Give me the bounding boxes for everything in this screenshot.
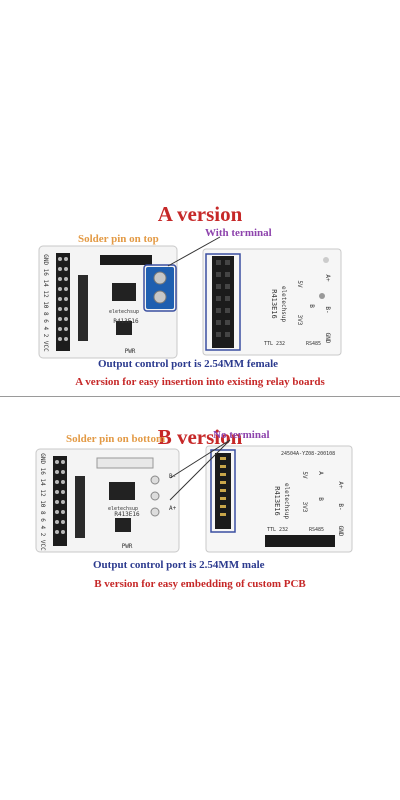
a-solder-pin-label: Solder pin on top (78, 233, 159, 245)
svg-text:PWR: PWR (125, 348, 136, 355)
a-terminal-label: With terminal (205, 227, 272, 239)
svg-text:eletechsup: eletechsup (108, 506, 138, 512)
svg-text:R413E16: R413E16 (113, 318, 139, 325)
a-board-bottom-image: R413E16 eletechsup 5V 3V3 B A+ B- GND TT… (202, 248, 342, 356)
a-board-top-image: GND 16 14 12 10 8 6 4 2 VCC R413E16 elet… (38, 245, 178, 359)
svg-text:RS485: RS485 (306, 341, 321, 347)
svg-text:GND 16 14 12 10 8 6 4 2 VCC: GND 16 14 12 10 8 6 4 2 VCC (42, 254, 49, 352)
b-usage-label: B version for easy embedding of custom P… (94, 578, 306, 590)
svg-text:TTL 232: TTL 232 (267, 527, 288, 533)
svg-text:eletechsup: eletechsup (109, 309, 139, 315)
svg-text:A: A (317, 471, 324, 475)
section-divider (0, 396, 400, 397)
svg-text:GND 16 14 12 10 8 6 4 2 VCC: GND 16 14 12 10 8 6 4 2 VCC (39, 453, 46, 551)
svg-text:A+: A+ (337, 481, 344, 489)
svg-text:GND: GND (337, 526, 344, 537)
svg-text:B-: B- (324, 306, 331, 313)
svg-text:R413E16: R413E16 (273, 486, 281, 516)
svg-text:R413E16: R413E16 (270, 289, 278, 319)
b-pcb-code: 24504A-YZ08-200108 (281, 451, 335, 457)
svg-text:A+: A+ (169, 505, 177, 512)
a-usage-label: A version for easy insertion into existi… (75, 376, 325, 388)
svg-text:B: B (308, 304, 315, 308)
svg-text:R413E16: R413E16 (114, 511, 140, 518)
svg-text:5V: 5V (301, 471, 308, 479)
b-terminal-label: No terminal (213, 429, 270, 441)
svg-text:3V3: 3V3 (296, 315, 303, 326)
b-solder-pin-label: Solder pin on bottom (66, 433, 166, 445)
svg-text:TTL 232: TTL 232 (264, 341, 285, 347)
svg-text:eletechsup: eletechsup (280, 286, 287, 323)
svg-text:A+: A+ (324, 274, 331, 282)
b-port-label: Output control port is 2.54MM male (93, 559, 265, 571)
svg-text:B-: B- (337, 503, 344, 510)
b-board-bottom-image: 24504A-YZ08-200108 R413E16 eletechsup 5V… (205, 445, 353, 553)
svg-text:eletechsup: eletechsup (283, 483, 290, 520)
a-version-title: A version (157, 202, 243, 226)
svg-text:GND: GND (324, 333, 331, 344)
svg-text:B: B (317, 497, 324, 501)
svg-text:5V: 5V (296, 280, 303, 288)
b-board-top-image: GND 16 14 12 10 8 6 4 2 VCC R413E16 elet… (35, 448, 180, 553)
svg-text:PWR: PWR (122, 543, 133, 550)
svg-text:3V3: 3V3 (301, 502, 308, 513)
svg-text:B-: B- (169, 473, 176, 480)
svg-text:RS485: RS485 (309, 527, 324, 533)
a-port-label: Output control port is 2.54MM female (98, 358, 279, 370)
